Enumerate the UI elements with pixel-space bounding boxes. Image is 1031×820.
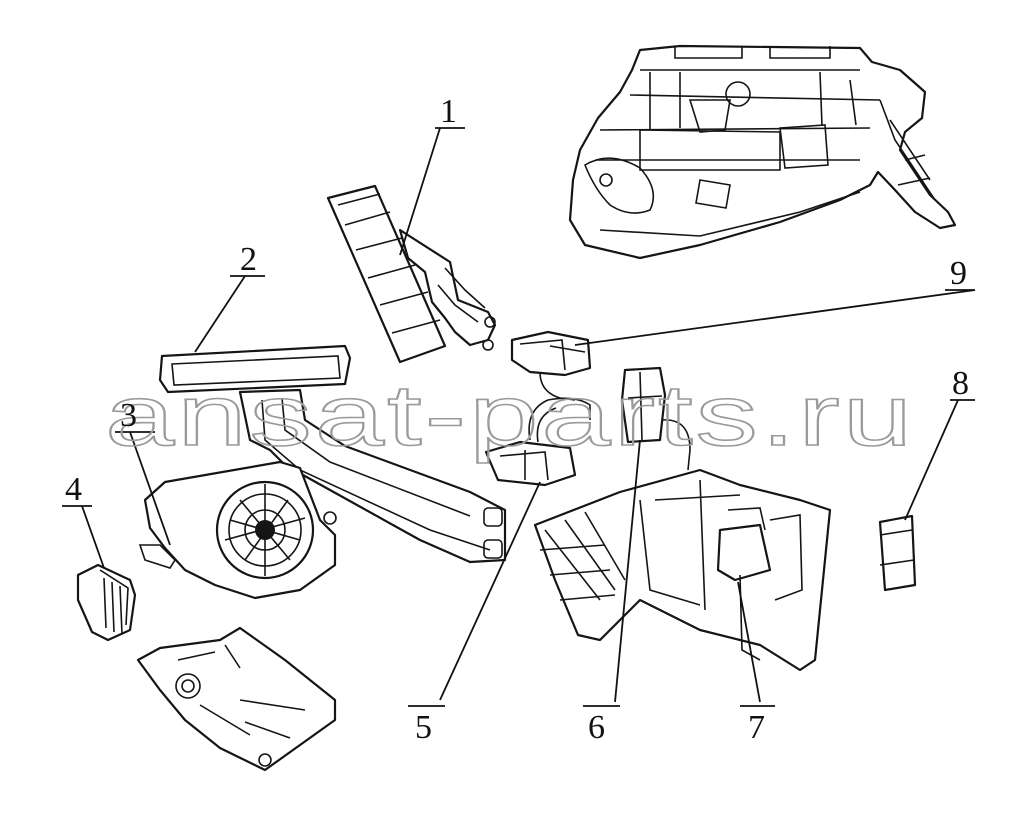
actuator-5	[484, 397, 591, 487]
sensor-8	[878, 514, 917, 592]
callout-numbers: 1 2 3 4 5 6 7 8 9	[65, 93, 969, 746]
blower-resistor	[76, 563, 137, 642]
callout-6: 6	[588, 709, 605, 746]
callout-7: 7	[748, 709, 765, 746]
callout-5: 5	[415, 709, 432, 746]
actuator-6	[620, 366, 691, 471]
watermark-text: ansat-parts.ru	[105, 368, 915, 464]
callout-1: 1	[440, 93, 457, 130]
leader-lines	[62, 127, 976, 707]
hvac-housing	[568, 44, 957, 260]
heater-core	[326, 184, 497, 364]
callout-3: 3	[120, 397, 137, 434]
actuator-9	[510, 330, 592, 401]
blower-lower-housing	[136, 626, 337, 772]
blower-motor	[138, 460, 337, 600]
callout-9: 9	[950, 255, 967, 292]
callout-8: 8	[952, 365, 969, 402]
evaporator	[158, 344, 507, 564]
callout-4: 4	[65, 471, 82, 508]
callout-2: 2	[240, 241, 257, 278]
defrost-duct	[533, 468, 832, 672]
